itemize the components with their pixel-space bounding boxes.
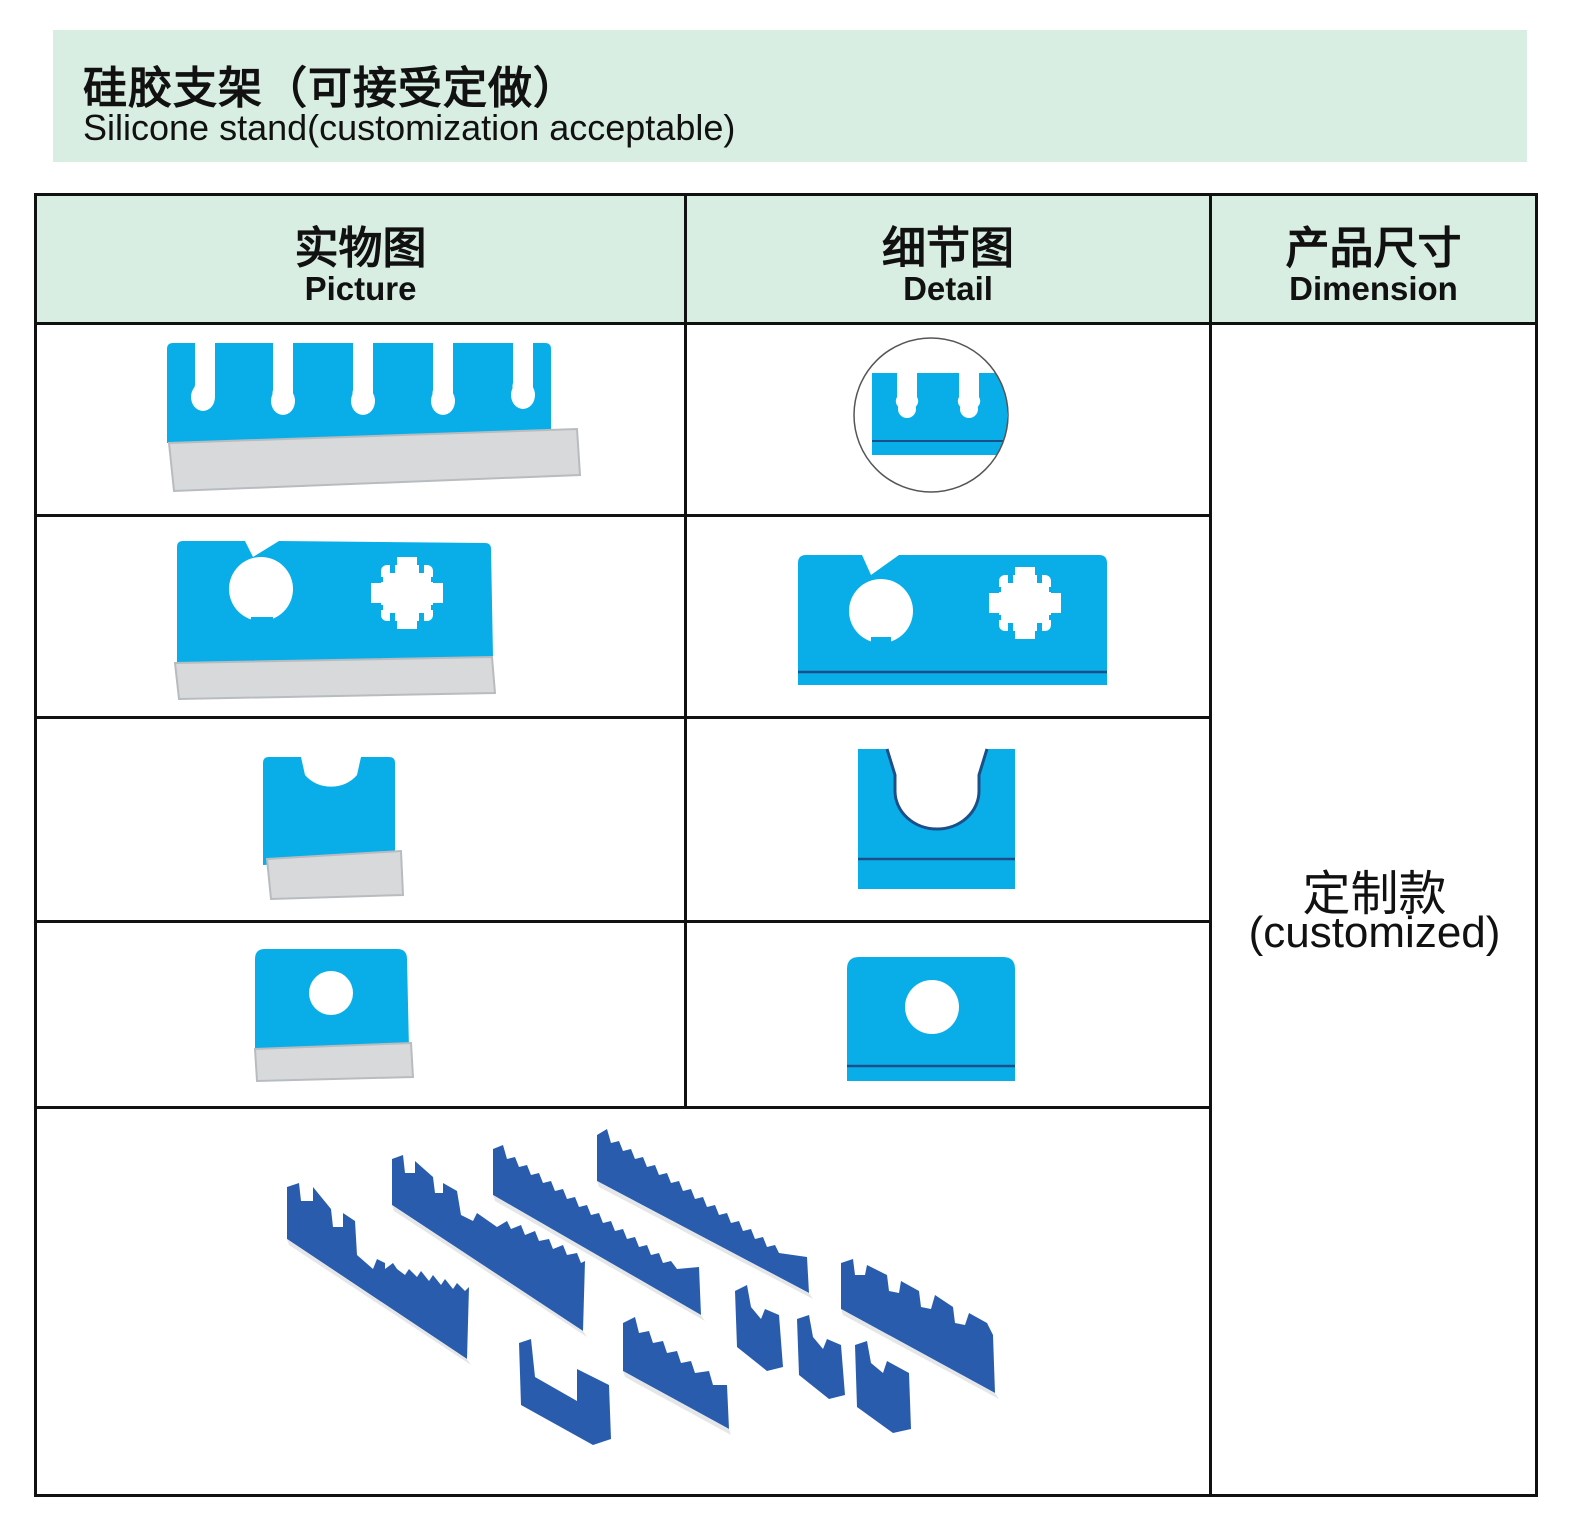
divider bbox=[37, 322, 1535, 325]
divider bbox=[1209, 196, 1212, 1494]
divider bbox=[37, 920, 1209, 923]
column-header-zh: 细节图 bbox=[882, 223, 1014, 274]
title-banner: 硅胶支架（可接受定做） Silicone stand(customization… bbox=[53, 30, 1527, 162]
five-slot-stand-photo bbox=[37, 325, 684, 514]
dimension-value-zh: 定制款 bbox=[1302, 866, 1447, 922]
divider bbox=[37, 716, 1209, 719]
divider bbox=[684, 196, 687, 1109]
five-slot-profile-detail bbox=[687, 325, 1209, 514]
round-hole-stand-photo bbox=[37, 923, 684, 1106]
u-slot-stand-photo bbox=[37, 719, 684, 920]
column-header-zh: 实物图 bbox=[294, 223, 427, 274]
round-and-gear-hole-profile-detail bbox=[687, 517, 1209, 716]
dimension-value-en: (customized) bbox=[1248, 908, 1501, 957]
column-header-picture: 实物图 Picture bbox=[37, 196, 684, 324]
round-hole-profile-detail bbox=[687, 923, 1209, 1106]
column-header-en: Dimension bbox=[1289, 270, 1458, 307]
divider bbox=[37, 514, 1209, 517]
u-slot-profile-detail bbox=[687, 719, 1209, 920]
column-header-detail: 细节图 Detail bbox=[687, 196, 1209, 324]
page-title-zh: 硅胶支架（可接受定做） bbox=[83, 63, 578, 114]
column-header-dimension: 产品尺寸 Dimension bbox=[1212, 196, 1535, 324]
divider bbox=[37, 1106, 1209, 1109]
column-header-en: Detail bbox=[903, 270, 993, 307]
round-and-gear-hole-stand-photo bbox=[37, 517, 684, 716]
product-table: 实物图 Picture 细节图 Detail 产品尺寸 Dimension bbox=[34, 193, 1538, 1497]
column-header-en: Picture bbox=[304, 270, 417, 307]
column-header-zh: 产品尺寸 bbox=[1285, 223, 1462, 274]
stand-collection-photo bbox=[37, 1109, 1209, 1494]
page-title-en: Silicone stand(customization acceptable) bbox=[83, 107, 736, 148]
